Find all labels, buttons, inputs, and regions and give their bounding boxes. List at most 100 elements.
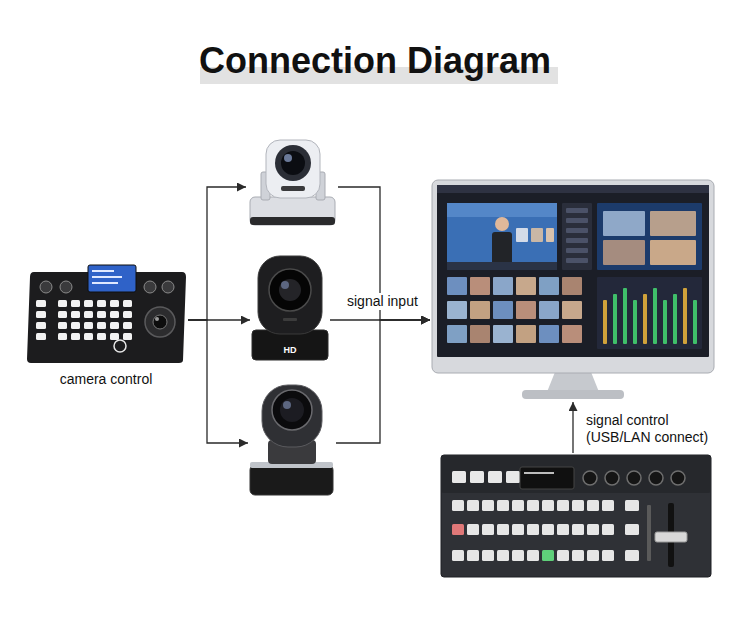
key-button — [110, 322, 119, 329]
device-caption: camera control — [60, 371, 153, 388]
switcher-key — [542, 550, 554, 561]
lens-highlight — [283, 401, 291, 409]
switcher-key — [488, 471, 502, 483]
key-button — [36, 300, 46, 307]
control-row — [566, 238, 588, 243]
camera-art — [250, 140, 335, 225]
switcher-key — [557, 550, 569, 561]
camera-head — [266, 140, 320, 198]
key-button — [36, 322, 46, 329]
switcher-knob — [671, 471, 685, 485]
lens-highlight — [281, 281, 289, 289]
switcher-key — [542, 524, 554, 535]
lcd-line — [92, 270, 114, 272]
thumbnail — [447, 277, 467, 295]
switcher-key — [572, 524, 584, 535]
lens-highlight — [284, 154, 292, 162]
switcher-key — [587, 550, 599, 561]
key-button — [71, 333, 80, 340]
thumbnail — [493, 277, 513, 295]
key-button — [97, 300, 106, 307]
switcher-key — [557, 524, 569, 535]
camera-art — [250, 385, 333, 495]
video-switcher — [439, 453, 713, 580]
switcher-key — [625, 524, 639, 535]
key-button — [58, 300, 67, 307]
thumbnail — [516, 301, 536, 319]
key-button — [97, 311, 106, 318]
switcher-key — [467, 524, 479, 535]
camera-head — [262, 385, 322, 447]
control-knob — [60, 281, 72, 293]
switcher-key — [625, 500, 639, 511]
control-knob — [162, 281, 174, 293]
switcher-key — [512, 524, 524, 535]
title-box: Connection Diagram — [0, 40, 750, 82]
audio-meter — [683, 288, 687, 344]
lcd-line — [92, 276, 122, 278]
audio-meter — [633, 300, 637, 344]
ptz-camera: HD — [250, 254, 330, 362]
control-row — [566, 208, 588, 213]
audio-meter — [693, 300, 697, 344]
preview-bar — [447, 262, 557, 270]
camera-art — [252, 256, 328, 360]
thumbnail — [516, 325, 536, 343]
switcher-key — [470, 471, 484, 483]
video-tile — [650, 211, 696, 236]
key-button — [123, 300, 132, 307]
video-tile — [603, 211, 645, 236]
audio-meter — [613, 294, 617, 344]
camera-lens-ring — [269, 269, 311, 311]
joystick-stick — [153, 315, 167, 329]
switcher-display — [520, 467, 574, 489]
key-button — [58, 333, 67, 340]
software-toolbar — [437, 185, 709, 193]
switcher-key — [482, 524, 494, 535]
key-button — [71, 311, 80, 318]
tbar-handle — [655, 532, 687, 542]
monitor-screen — [437, 185, 709, 357]
audio-meter — [653, 288, 657, 344]
audio-meter — [673, 294, 677, 344]
control-row — [566, 248, 588, 253]
switcher-key — [572, 500, 584, 511]
key-button — [84, 311, 93, 318]
switcher-key — [602, 500, 614, 511]
switcher-body — [441, 455, 711, 577]
switcher-top-panel — [441, 455, 711, 493]
thumbnail — [470, 325, 490, 343]
switcher-key — [587, 500, 599, 511]
switcher-key — [452, 471, 466, 483]
switcher-key — [587, 524, 599, 535]
key-button — [36, 333, 46, 340]
program-window — [597, 203, 702, 270]
edge-label: signal input — [345, 293, 420, 310]
signal-connector — [336, 320, 430, 443]
key-button — [84, 300, 93, 307]
thumbnail — [447, 325, 467, 343]
led-column — [647, 505, 651, 561]
camera-front-panel — [281, 186, 305, 191]
audio-meter — [623, 288, 627, 344]
thumbnail — [562, 277, 582, 295]
controller-art — [27, 265, 186, 363]
camera-controller: camera control — [24, 262, 188, 394]
switcher-key — [497, 500, 509, 511]
diagram-title: Connection Diagram — [199, 40, 551, 82]
control-knob — [40, 281, 52, 293]
thumbnail — [562, 301, 582, 319]
studio-backdrop — [447, 203, 557, 217]
key-button — [97, 322, 106, 329]
switcher-knob — [605, 471, 619, 485]
camera-head — [258, 256, 322, 334]
switcher-key — [512, 500, 524, 511]
signal-connector — [188, 187, 246, 320]
switcher-key — [542, 500, 554, 511]
key-button — [71, 322, 80, 329]
thumbnail — [493, 301, 513, 319]
